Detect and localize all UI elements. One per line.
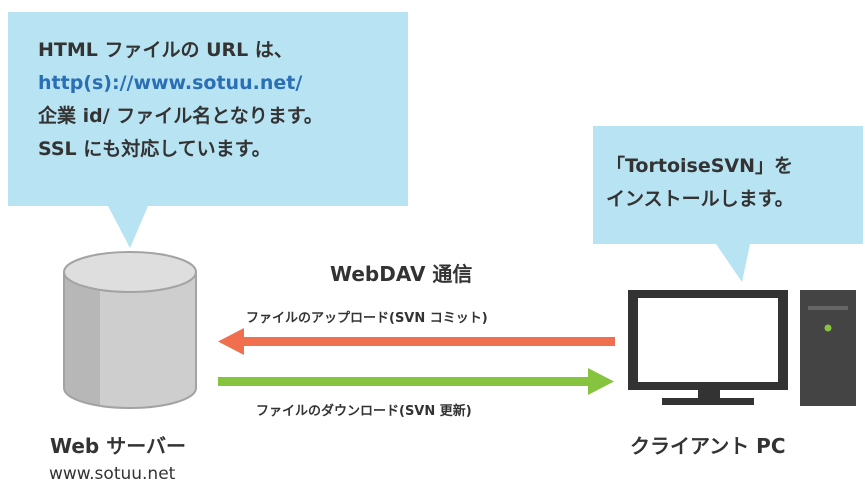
left-bubble [8, 12, 408, 206]
left-bubble-line-4: SSL にも対応しています。 [38, 138, 271, 160]
upload-arrow-head [218, 328, 244, 355]
tower-drive-bay [808, 306, 848, 310]
right-bubble [593, 126, 863, 244]
right-bubble-line-2: インストールします。 [606, 188, 794, 210]
cylinder-top [64, 252, 196, 292]
download-arrow [218, 368, 614, 395]
monitor-neck [698, 390, 720, 400]
server-host: www.sotuu.net [49, 464, 176, 484]
database-cylinder-icon [63, 251, 197, 409]
protocol-title: WebDAV 通信 [330, 262, 473, 286]
cylinder-side-shade [63, 272, 100, 405]
monitor-stand [662, 398, 754, 405]
left-bubble-line-1: HTML ファイルの URL は、 [38, 39, 293, 61]
server-title: Web サーバー [50, 434, 186, 458]
right-bubble-line-1: 「TortoiseSVN」を [606, 155, 793, 177]
cylinder-outline [63, 272, 197, 409]
left-bubble-url: http(s)://www.sotuu.net/ [38, 72, 303, 94]
upload-label: ファイルのアップロード(SVN コミット) [246, 311, 488, 326]
left-bubble-line-3: 企業 id/ ファイル名となります。 [38, 105, 323, 127]
right-bubble-tail [716, 244, 750, 282]
cylinder-front-highlight [100, 272, 197, 408]
client-title: クライアント PC [630, 434, 786, 458]
right-bubble-text: 「TortoiseSVN」を インストールします。 [606, 150, 794, 216]
left-bubble-text: HTML ファイルの URL は、 http(s)://www.sotuu.ne… [38, 34, 323, 166]
download-label: ファイルのダウンロード(SVN 更新) [256, 404, 472, 419]
upload-arrow [218, 328, 615, 355]
download-arrow-head [588, 368, 614, 395]
upload-arrow-shaft [240, 337, 615, 346]
power-led-icon [824, 324, 832, 332]
download-arrow-shaft [218, 377, 592, 386]
left-bubble-tail [108, 206, 148, 248]
desktop-pc-icon [628, 290, 856, 406]
monitor-screen [638, 298, 778, 382]
cylinder-top-outline [63, 251, 197, 293]
